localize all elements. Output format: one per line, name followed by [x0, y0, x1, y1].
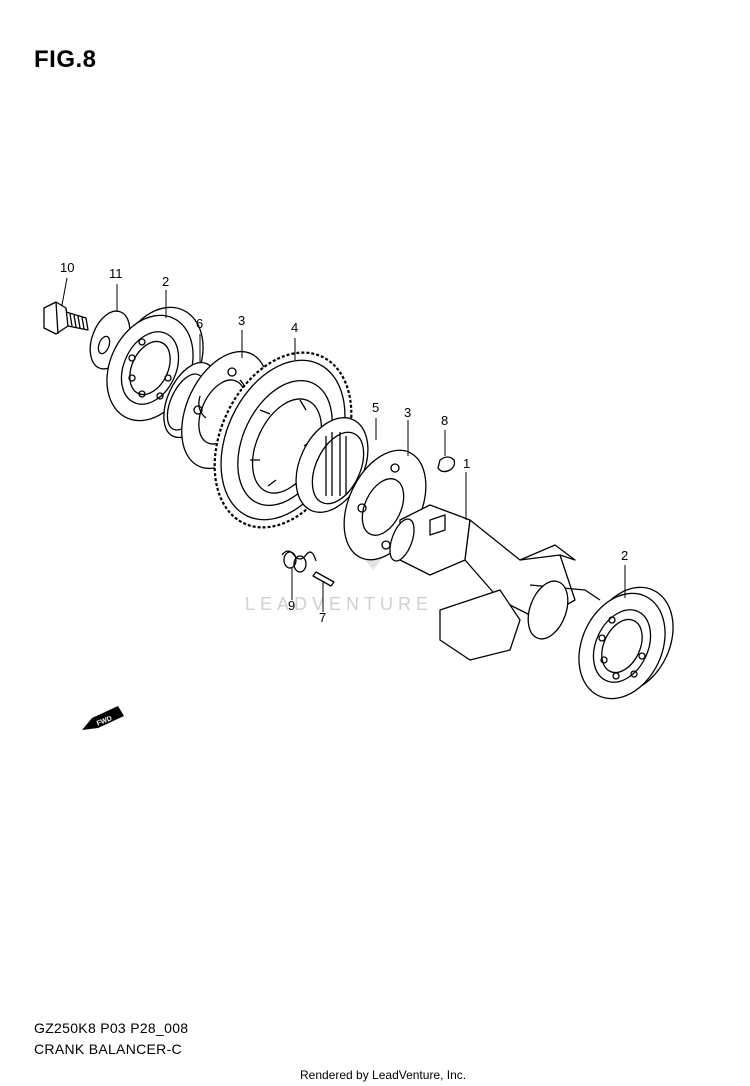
diagram-name: CRANK BALANCER-C [34, 1041, 182, 1057]
part-hub [295, 417, 369, 513]
callout-labels: 10 11 2 6 3 4 5 3 8 1 2 9 7 [60, 260, 628, 625]
callout-label: 11 [109, 266, 123, 281]
callout-label: 4 [291, 320, 298, 335]
callout-label: 2 [621, 548, 628, 563]
leader-lines [61, 277, 626, 612]
callout-label: 2 [162, 274, 169, 289]
arrow-icon [82, 706, 124, 730]
part-key [437, 456, 456, 473]
callout-label: 5 [372, 400, 379, 415]
callout-label: 8 [441, 413, 448, 428]
part-balancer-shaft [389, 504, 601, 661]
callout-label: 1 [463, 456, 470, 471]
part-spring [281, 550, 317, 573]
rendered-by-credit: Rendered by LeadVenture, Inc. [300, 1068, 467, 1082]
callout-label: 10 [60, 260, 74, 275]
callout-label: 3 [404, 405, 411, 420]
callout-label: 3 [238, 313, 245, 328]
callout-label: 6 [196, 316, 203, 331]
callout-label: 9 [288, 598, 295, 613]
diagram-code: GZ250K8 P03 P28_008 [34, 1020, 189, 1036]
watermark-text: LEADVENTURE [245, 594, 433, 614]
part-bolt [43, 301, 89, 335]
forward-direction-badge: FWD [82, 706, 124, 730]
part-bearing-right [578, 586, 674, 700]
part-pin [312, 571, 335, 587]
figure-title: FIG.8 [34, 46, 97, 73]
callout-label: 7 [319, 610, 326, 625]
